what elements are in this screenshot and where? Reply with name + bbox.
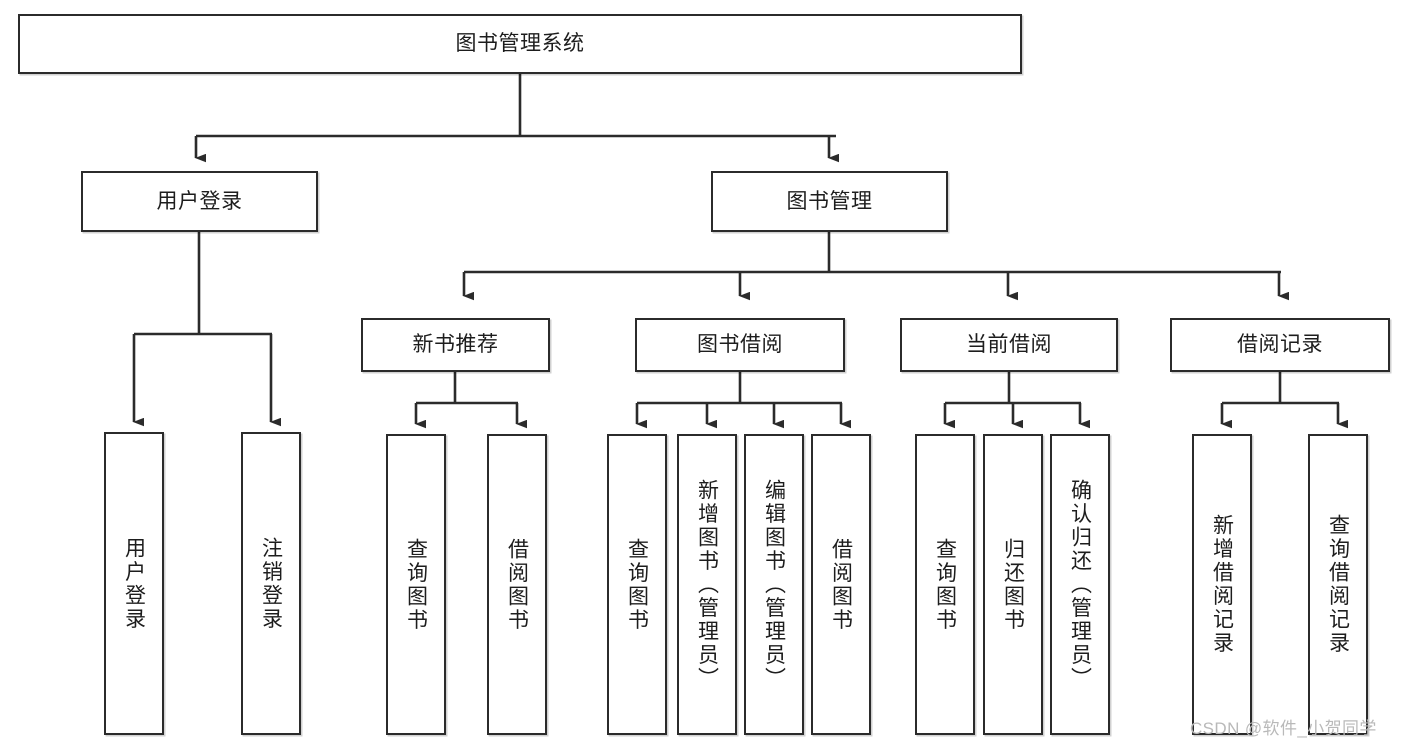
node-new-book-recommend[interactable]: 新书推荐 [361,318,550,372]
leaf-query-record[interactable]: 查询借阅记录 [1308,434,1368,735]
node-borrow-record[interactable]: 借阅记录 [1170,318,1390,372]
node-user-login-label: 用户登录 [156,189,243,213]
leaf-borrow-book-1[interactable]: 借阅图书 [487,434,547,735]
leaf-borrow-book-2-label: 借阅图书 [829,537,853,632]
node-user-login[interactable]: 用户登录 [81,171,318,232]
leaf-edit-book[interactable]: 编辑图书（管理员） [744,434,804,735]
watermark: CSDN @软件_小贺同学 [1190,719,1377,738]
leaf-query-book-3[interactable]: 查询图书 [915,434,975,735]
leaf-user-login-label: 用户登录 [122,536,146,631]
node-book-borrow[interactable]: 图书借阅 [635,318,845,372]
node-root[interactable]: 图书管理系统 [18,14,1022,74]
leaf-confirm-return[interactable]: 确认归还（管理员） [1050,434,1110,735]
leaf-add-book-label: 新增图书（管理员） [695,478,719,691]
leaf-add-book[interactable]: 新增图书（管理员） [677,434,737,735]
leaf-query-book-2-label: 查询图书 [625,537,649,632]
node-current-borrow[interactable]: 当前借阅 [900,318,1118,372]
leaf-query-book-3-label: 查询图书 [933,537,957,632]
leaf-query-book-1[interactable]: 查询图书 [386,434,446,735]
node-book-borrow-label: 图书借阅 [697,333,783,357]
leaf-add-record-label: 新增借阅记录 [1210,514,1234,655]
node-root-label: 图书管理系统 [455,32,585,56]
leaf-borrow-book-1-label: 借阅图书 [505,537,529,632]
leaf-borrow-book-2[interactable]: 借阅图书 [811,434,871,735]
leaf-query-book-2[interactable]: 查询图书 [607,434,667,735]
leaf-query-record-label: 查询借阅记录 [1326,514,1350,655]
leaf-return-book[interactable]: 归还图书 [983,434,1043,735]
leaf-logout-login[interactable]: 注销登录 [241,432,301,735]
leaf-query-book-1-label: 查询图书 [404,537,428,632]
leaf-return-book-label: 归还图书 [1001,537,1025,632]
leaf-confirm-return-label: 确认归还（管理员） [1068,478,1092,691]
leaf-add-record[interactable]: 新增借阅记录 [1192,434,1252,735]
node-new-book-recommend-label: 新书推荐 [412,333,499,357]
node-book-manage-label: 图书管理 [786,189,873,213]
leaf-logout-login-label: 注销登录 [259,536,283,631]
node-borrow-record-label: 借阅记录 [1237,333,1323,357]
node-book-manage[interactable]: 图书管理 [711,171,948,232]
leaf-user-login[interactable]: 用户登录 [104,432,164,735]
node-current-borrow-label: 当前借阅 [966,333,1052,357]
leaf-edit-book-label: 编辑图书（管理员） [762,478,786,691]
